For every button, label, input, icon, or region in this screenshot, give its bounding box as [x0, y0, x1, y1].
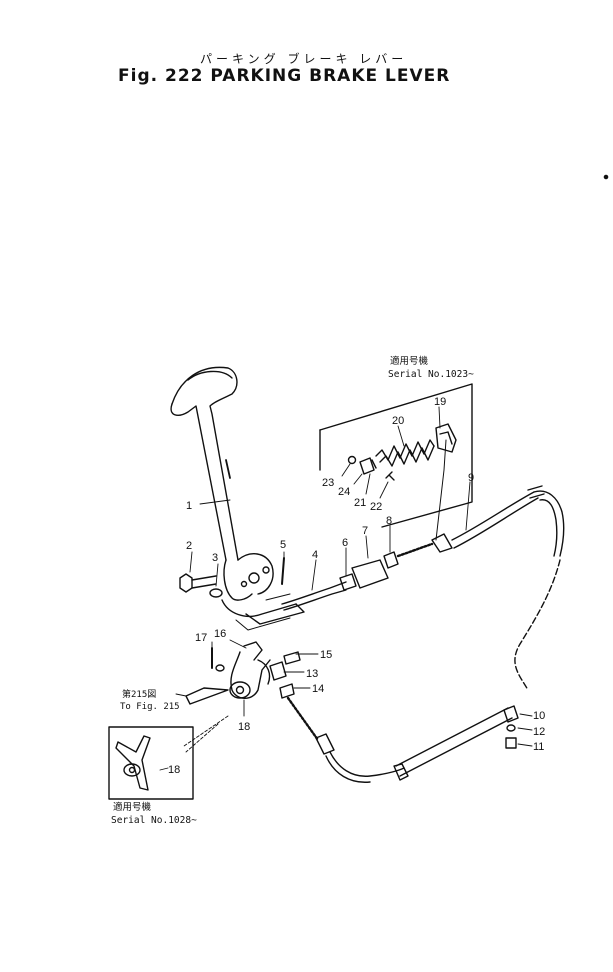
callout-10: 10 — [533, 710, 545, 722]
callout-12: 12 — [533, 726, 545, 738]
figure-reference-jp: 第215図 — [122, 690, 157, 700]
inset-box-top — [319, 383, 473, 528]
callout-19: 19 — [434, 396, 446, 408]
clip-24 — [359, 457, 375, 475]
washer-12 — [506, 724, 516, 732]
bushing-14 — [279, 683, 295, 699]
callout-22: 22 — [370, 501, 382, 513]
reference-arrow — [185, 687, 229, 705]
callout-11: 11 — [533, 741, 544, 753]
bolt-11 — [505, 737, 517, 749]
callout-16: 16 — [214, 628, 226, 640]
base-plate — [221, 593, 305, 631]
callout-21: 21 — [354, 497, 366, 509]
callout-5: 5 — [280, 539, 286, 551]
pin — [281, 557, 285, 585]
leader-lines — [159, 406, 533, 771]
nut-8 — [383, 551, 399, 569]
bellcrank-variant — [115, 735, 151, 791]
callout-numbers: 1 2 3 4 5 6 7 8 9 10 11 12 13 14 15 16 1… — [168, 396, 545, 776]
turnbuckle — [351, 559, 389, 589]
bottom-serial-note: Serial No.1028~ — [111, 815, 197, 826]
callout-3: 3 — [212, 552, 218, 564]
bolt — [179, 573, 217, 593]
callout-8: 8 — [386, 515, 392, 527]
callout-18: 18 — [238, 721, 250, 733]
pin-15 — [283, 651, 301, 665]
callout-13: 13 — [306, 668, 318, 680]
callout-24: 24 — [338, 486, 350, 498]
washer-16 — [215, 664, 225, 672]
lower-threaded-rod — [286, 696, 320, 742]
washer — [209, 588, 223, 598]
brake-lever — [170, 366, 274, 601]
bellcrank — [229, 641, 271, 699]
figure-title: Fig. 222 PARKING BRAKE LEVER — [118, 66, 451, 86]
figure-reference-en: To Fig. 215 — [120, 702, 180, 712]
callout-2: 2 — [186, 540, 192, 552]
stray-dot — [603, 174, 609, 180]
callout-14: 14 — [312, 683, 324, 695]
spring-bracket — [435, 423, 457, 453]
bushing-13 — [269, 661, 287, 681]
callout-15: 15 — [320, 649, 332, 661]
pin-22 — [385, 471, 395, 481]
callout-20: 20 — [392, 415, 404, 427]
callout-17: 17 — [195, 632, 207, 644]
lower-inset-box — [108, 726, 194, 800]
callout-7: 7 — [362, 525, 368, 537]
nut-6 — [339, 573, 357, 591]
threaded-rod — [396, 542, 434, 558]
callout-23: 23 — [322, 477, 334, 489]
callout-18-inset: 18 — [168, 764, 180, 776]
callout-4: 4 — [312, 549, 318, 561]
top-serial-note: Serial No.1023~ — [388, 369, 474, 380]
cable — [431, 439, 565, 691]
bottom-applicable-note-jp: 適用号機 — [113, 802, 152, 813]
callout-6: 6 — [342, 537, 348, 549]
top-applicable-note-jp: 適用号機 — [390, 356, 429, 367]
return-spring — [375, 439, 435, 467]
nut-23 — [347, 455, 357, 465]
lower-bar — [393, 705, 519, 781]
callout-1: 1 — [186, 500, 192, 512]
japanese-title: パーキング ブレーキ レバー — [200, 52, 408, 66]
rod — [281, 581, 347, 605]
callout-9: 9 — [468, 472, 474, 484]
